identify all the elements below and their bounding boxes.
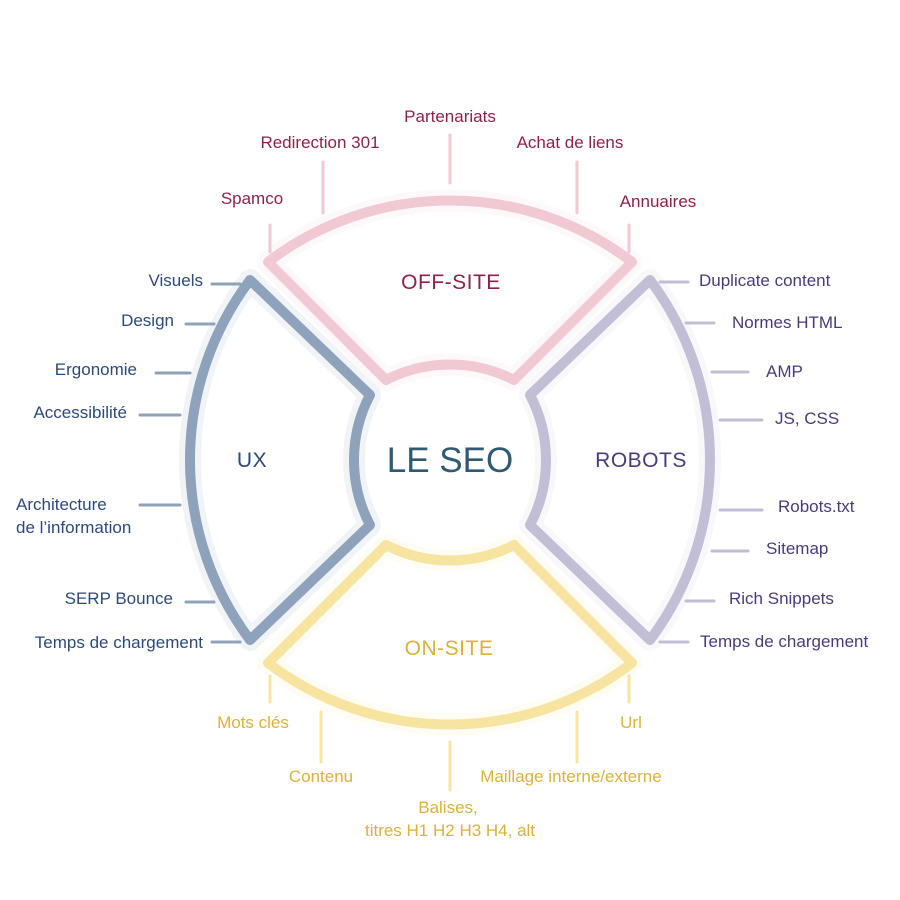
onsite-arc bbox=[263, 540, 637, 730]
onsite-label: Balises, bbox=[418, 798, 478, 817]
offsite-label: Achat de liens bbox=[517, 133, 624, 152]
onsite-label: Url bbox=[620, 713, 642, 732]
robots-arc bbox=[525, 275, 715, 645]
offsite-arc bbox=[263, 195, 637, 385]
robots-label: Robots.txt bbox=[778, 497, 855, 516]
ux-label: Design bbox=[121, 311, 174, 330]
robots-label: Rich Snippets bbox=[729, 589, 834, 608]
ux-label: Architecture bbox=[16, 495, 107, 514]
ux-label: Accessibilité bbox=[33, 403, 127, 422]
ux-label: de l’information bbox=[16, 518, 131, 537]
offsite-label: Partenariats bbox=[404, 107, 496, 126]
ux-label: Ergonomie bbox=[55, 360, 137, 379]
offsite-label: Redirection 301 bbox=[260, 133, 379, 152]
robots-label: Temps de chargement bbox=[700, 632, 868, 651]
onsite-label: Contenu bbox=[289, 767, 353, 786]
offsite-label: Spamco bbox=[221, 189, 283, 208]
offsite-label: Annuaires bbox=[620, 192, 697, 211]
robots-label: Duplicate content bbox=[699, 271, 831, 290]
onsite-label: Maillage interne/externe bbox=[480, 767, 661, 786]
onsite-segment bbox=[257, 534, 643, 792]
onsite-label: Mots clés bbox=[217, 713, 289, 732]
ux-label: SERP Bounce bbox=[65, 589, 173, 608]
robots-title: ROBOTS bbox=[595, 449, 687, 472]
robots-label: Normes HTML bbox=[732, 313, 843, 332]
offsite-title: OFF-SITE bbox=[401, 271, 501, 294]
offsite-segment bbox=[257, 133, 643, 391]
robots-label: AMP bbox=[766, 362, 803, 381]
ux-arc bbox=[185, 275, 375, 645]
robots-label: JS, CSS bbox=[775, 409, 839, 428]
ux-label: Visuels bbox=[149, 271, 204, 290]
onsite-label: titres H1 H2 H3 H4, alt bbox=[365, 821, 535, 840]
robots-label: Sitemap bbox=[766, 539, 828, 558]
ux-title: UX bbox=[237, 449, 267, 472]
ux-label: Temps de chargement bbox=[35, 633, 203, 652]
ux-segment bbox=[138, 269, 381, 651]
onsite-title: ON-SITE bbox=[405, 637, 494, 660]
robots-segment bbox=[519, 269, 764, 651]
center-title: LE SEO bbox=[387, 441, 513, 480]
